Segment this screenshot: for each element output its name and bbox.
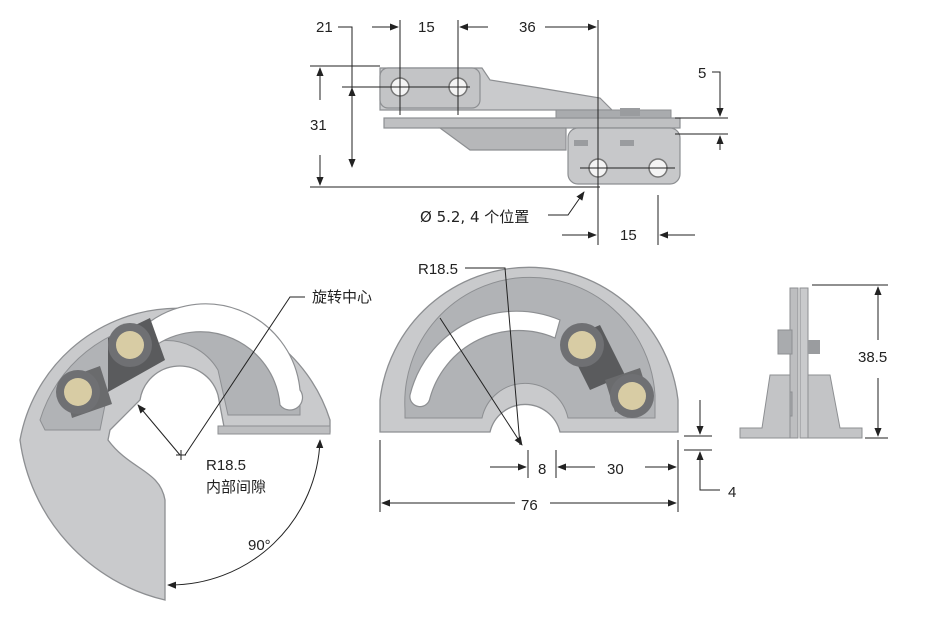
r-mid-label: R18.5 [418,261,458,278]
top-view: 21 15 36 5 31 Ø 5.2, 4 个位置 15 [310,19,728,245]
left-view: 旋转中心 R18.5 内部间隙 90° [19,288,372,601]
dim-76: 76 [521,497,538,514]
dim-15-bottom: 15 [620,227,637,244]
inner-clearance-label: 内部间隙 [206,478,266,496]
dim-15-top: 15 [418,19,435,36]
dim-21: 21 [316,19,333,36]
dim-38-5: 38.5 [858,349,887,366]
dim-5: 5 [698,65,706,82]
dim-36: 36 [519,19,536,36]
r-left-label: R18.5 [206,457,246,474]
middle-view: R18.5 8 30 76 4 [379,261,736,514]
dim-31: 31 [310,117,327,134]
pin-icon [56,323,152,414]
side-view: 38.5 [739,284,888,439]
pivot-center-label: 旋转中心 [312,288,372,306]
dim-4: 4 [728,484,736,501]
dim-30: 30 [607,461,624,478]
pin-icon [560,323,654,418]
dim-8: 8 [538,461,546,478]
angle-label: 90° [248,537,271,554]
hole-note: Ø 5.2, 4 个位置 [420,208,529,226]
